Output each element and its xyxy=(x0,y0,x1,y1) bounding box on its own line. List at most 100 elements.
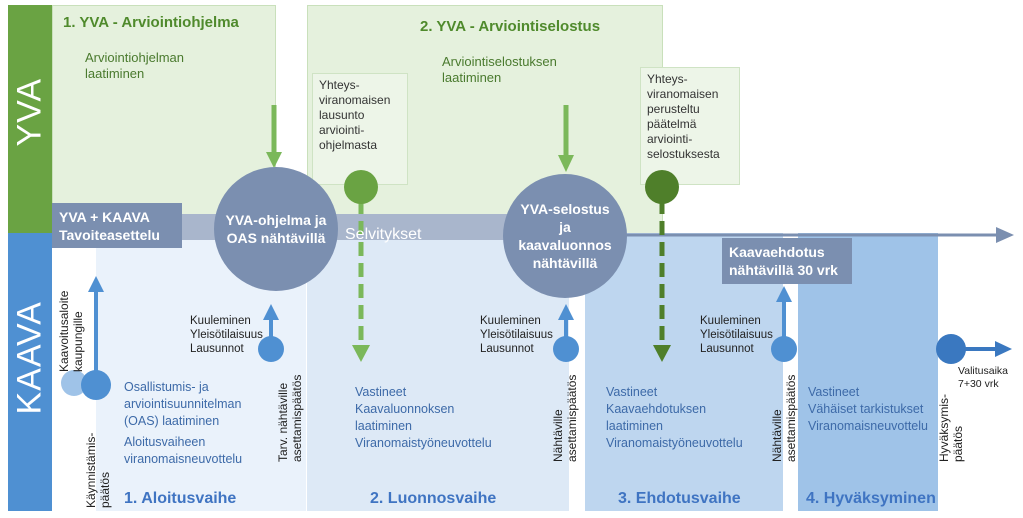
phase-3-title: 3. Ehdotusvaihe xyxy=(618,490,741,507)
text-line: Arviointiohjelman xyxy=(85,50,184,65)
yva-stage-1-title: 1. YVA - Arviointiohjelma xyxy=(63,14,239,31)
consult-dot-2 xyxy=(553,336,579,362)
consultation-1: Kuuleminen Yleisötilaisuus Lausunnot xyxy=(190,314,263,356)
text-line: laatiminen xyxy=(85,66,145,81)
text-line: Yleisötilaisuus xyxy=(480,329,553,341)
text-line: laatiminen xyxy=(355,419,412,433)
yva-lane: YVA xyxy=(8,5,52,233)
text-line: YVA + KAAVA xyxy=(59,209,150,225)
phase-2-text: Vastineet Kaavaluonnoksen laatiminen Vir… xyxy=(355,384,492,452)
text-line: arviointi- xyxy=(647,132,693,146)
text-line: Lausunnot xyxy=(700,343,754,355)
arrow-head xyxy=(558,304,574,320)
arrow-head xyxy=(88,276,104,292)
text-line: Vastineet xyxy=(355,385,407,399)
label-nahtaville-1: Nähtäville asettamispäätös xyxy=(551,375,579,462)
text-line: Nähtäville xyxy=(770,409,784,462)
text-line: Kuuleminen xyxy=(700,315,761,327)
note-paatelma: Yhteys- viranomaisen perusteltu päätelmä… xyxy=(640,67,740,185)
text-line: Osallistumis- ja xyxy=(124,380,209,394)
kaynnistamis-dot xyxy=(81,370,111,400)
text-line: asettamispäätös xyxy=(290,374,304,462)
text-line: viranomaisneuvottelu xyxy=(124,452,243,466)
consult-dot-1 xyxy=(258,336,284,362)
text-line: Yleisötilaisuus xyxy=(190,329,263,341)
note-lausunto: Yhteys- viranomaisen lausunto arviointi-… xyxy=(312,73,408,185)
text-line: Aloitusvaiheen xyxy=(124,435,206,449)
text-line: viranomaisen xyxy=(319,93,391,107)
arrow-head xyxy=(776,286,792,302)
yva-stage-2-text: Arviointiselostuksen laatiminen xyxy=(442,54,557,86)
yva-stage-2-title: 2. YVA - Arviointiselostus xyxy=(420,18,601,35)
text-line: perusteltu xyxy=(647,102,700,116)
proposal-box: Kaavaehdotus nähtävillä 30 vrk xyxy=(722,238,852,284)
text-line: Kaavaehdotus xyxy=(729,244,825,260)
arrow-head xyxy=(653,345,671,362)
text-line: Kaavaluonnoksen xyxy=(355,402,455,416)
text-line: Lausunnot xyxy=(190,343,244,355)
text-line: Vastineet xyxy=(606,385,658,399)
consult-dot-3 xyxy=(771,336,797,362)
paatelma-dot xyxy=(645,170,679,204)
text-line: OAS nähtävillä xyxy=(226,230,326,246)
text-line: viranomaisen xyxy=(647,87,719,101)
aloite-dot-light xyxy=(61,370,87,396)
text-line: päätös xyxy=(98,471,112,508)
lausunto-dot xyxy=(344,170,378,204)
start-box: YVA + KAAVA Tavoiteasettelu xyxy=(52,203,182,248)
text-line: Hyväksymis- xyxy=(937,394,951,462)
text-line: Tarv. nähtäville xyxy=(276,382,290,462)
arrow-head xyxy=(266,152,282,168)
phase-4-title: 4. Hyväksyminen xyxy=(806,490,936,507)
text-line: YVA-ohjelma ja xyxy=(225,212,327,228)
consultation-2: Kuuleminen Yleisötilaisuus Lausunnot xyxy=(480,314,553,356)
text-line: selostuksesta xyxy=(647,147,720,161)
text-line: ohjelmasta xyxy=(319,138,378,152)
text-line: Vastineet xyxy=(808,385,860,399)
text-line: kaavaluonnos xyxy=(518,237,612,253)
appeal-label: Valitusaika 7+30 vrk xyxy=(958,365,1008,391)
text-line: asettamispäätös xyxy=(565,374,579,462)
text-line: Nähtäville xyxy=(551,409,565,462)
text-line: Viranomaistyöneuvottelu xyxy=(355,436,492,450)
text-line: Valitusaika xyxy=(958,365,1008,377)
text-line: YVA-selostus xyxy=(520,201,610,217)
text-line: Viranomaistyöneuvottelu xyxy=(606,436,743,450)
arrow-head xyxy=(263,304,279,320)
text-line: Viranomaisneuvottelu xyxy=(808,419,928,433)
text-line: laatiminen xyxy=(442,70,502,85)
arrow-head xyxy=(352,345,370,362)
text-line: 7+30 vrk xyxy=(958,378,999,390)
text-line: nähtävillä 30 vrk xyxy=(729,262,838,278)
text-line: kaupungille xyxy=(71,311,85,372)
selvitykset-label: Selvitykset xyxy=(345,226,422,243)
label-kaavoitusaloite: Kaavoitusaloite kaupungille xyxy=(57,291,85,372)
text-line: Tavoiteasettelu xyxy=(59,227,160,243)
text-line: Lausunnot xyxy=(480,343,534,355)
phase-2-title: 2. Luonnosvaihe xyxy=(370,490,497,507)
text-line: Käynnistämis- xyxy=(84,432,98,508)
label-hyvaksymis: Hyväksymis- päätös xyxy=(937,394,965,462)
label-kaynnistamis: Käynnistämis- päätös xyxy=(84,433,112,508)
phase-1-text: Osallistumis- ja arviointisuunnitelman (… xyxy=(124,379,242,468)
text-line: Kaavoitusaloite xyxy=(57,290,71,372)
text-line: Yhteys- xyxy=(319,78,360,92)
hyvaksymis-dot xyxy=(936,334,966,364)
text-line: nähtävillä xyxy=(532,255,598,271)
phase-4-text: Vastineet Vähäiset tarkistukset Viranoma… xyxy=(808,384,928,435)
text-line: asettamispäätös xyxy=(784,374,798,462)
text-line: lausunto xyxy=(319,108,365,122)
label-tarv-nahtaville: Tarv. nähtäville asettamispäätös xyxy=(276,375,304,462)
text-line: Vähäiset tarkistukset xyxy=(808,402,924,416)
label-nahtaville-2: Nähtäville asettamispäätös xyxy=(770,375,798,462)
text-line: arviointi- xyxy=(319,123,365,137)
circle-yva-selostus: YVA-selostus ja kaavaluonnos nähtävillä xyxy=(503,174,627,298)
text-line: laatiminen xyxy=(606,419,663,433)
text-line: Arviointiselostuksen xyxy=(442,54,557,69)
text-line: (OAS) laatiminen xyxy=(124,414,220,428)
text-line: Yleisötilaisuus xyxy=(700,329,773,341)
text-line: Kaavaehdotuksen xyxy=(606,402,707,416)
text-line: päätös xyxy=(951,425,965,462)
phase-3-text: Vastineet Kaavaehdotuksen laatiminen Vir… xyxy=(606,384,743,452)
kaava-lane: KAAVA xyxy=(8,233,52,511)
